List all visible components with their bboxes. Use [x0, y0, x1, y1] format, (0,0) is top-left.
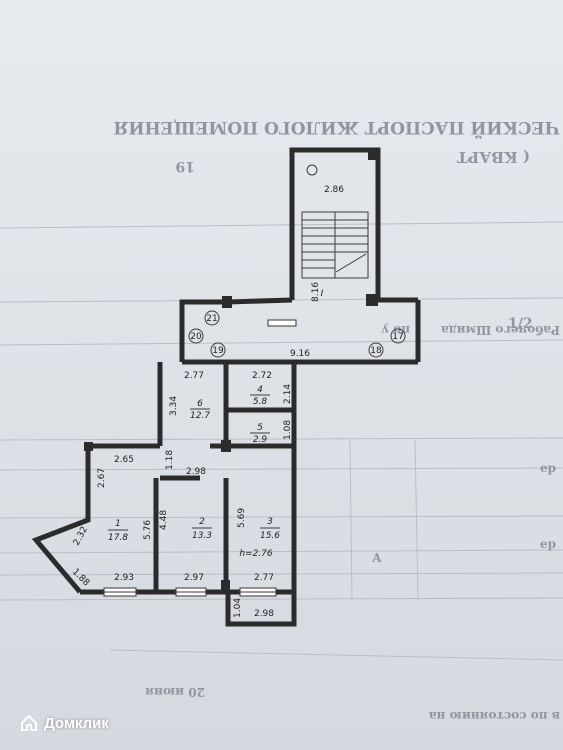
bottom-status: в по состоянию на	[429, 709, 560, 723]
room-5-number: 5	[257, 423, 263, 433]
room-4-area: 5.8	[253, 397, 268, 407]
room-4: 4 5.8	[250, 385, 270, 407]
dim-2-77b: 2.77	[254, 573, 274, 583]
marker-20: 20	[190, 332, 202, 342]
house-logo-icon	[21, 714, 37, 731]
dim-2-72: 2.72	[252, 371, 272, 381]
dim-2-93: 2.93	[114, 573, 134, 583]
dim-2-98a: 2.98	[186, 467, 206, 477]
dim-4-48: 4.48	[159, 510, 169, 530]
section-label: I	[321, 289, 324, 299]
stairs	[301, 148, 380, 279]
bottom-date: 20 июня	[145, 685, 205, 699]
room-6: 6 12.7	[190, 399, 210, 421]
room-1: 1 17.8	[108, 519, 128, 543]
dim-corridor: 9.16	[290, 349, 310, 359]
columns	[84, 294, 378, 594]
markers: 21 20 19 18 17	[188, 310, 406, 358]
row-label-3: А	[372, 551, 382, 565]
document-header: ЧЕСКИЙ ПАСПОРТ ЖИЛОГО ПОМЕЩЕНИЯ ( КВАРТ …	[113, 117, 560, 723]
domclick-watermark: Домклик	[20, 712, 109, 734]
side-label-prefix: по у	[381, 323, 410, 337]
dim-1-18: 1.18	[165, 450, 175, 470]
room-2-area: 13.3	[192, 531, 212, 541]
dim-2-97: 2.97	[184, 573, 204, 583]
marker-18: 18	[370, 346, 382, 356]
marker-21: 21	[206, 314, 217, 324]
room-3-number: 3	[267, 517, 273, 527]
dim-stair-top: 2.86	[324, 185, 344, 195]
watermark-label: Домклик	[44, 714, 109, 732]
dim-1-08: 1.08	[283, 420, 293, 440]
room-3: 3 15.6	[260, 517, 280, 541]
dimensions: 2.86 8.16 I 9.16 2.77 2.72 3.34 2.14 1.0…	[70, 185, 344, 619]
room-2: 2 13.3	[192, 517, 212, 541]
room-6-number: 6	[197, 399, 203, 409]
dim-2-14: 2.14	[283, 384, 293, 404]
room-3-area: 15.6	[260, 531, 280, 541]
dim-2-67: 2.67	[97, 468, 107, 488]
rooms: 1 17.8 2 13.3 3 15.6 4 5.8 5 2.9 6 12.7	[108, 385, 280, 543]
dim-2-98b: 2.98	[254, 609, 274, 619]
dim-2-32: 2.32	[72, 525, 90, 547]
dim-5-69: 5.69	[237, 508, 247, 528]
room-4-number: 4	[257, 385, 263, 395]
room-5: 5 2.9	[250, 423, 270, 445]
windows	[103, 319, 297, 597]
room-2-number: 2	[199, 517, 205, 527]
dim-2-65: 2.65	[114, 455, 134, 465]
dim-2-77a: 2.77	[184, 371, 204, 381]
row-label-2: ер	[540, 537, 556, 551]
header-line2: ( КВАРТ	[456, 148, 530, 166]
dim-3-34: 3.34	[169, 396, 179, 416]
room-6-area: 12.7	[190, 411, 210, 421]
row-label-1: ер	[540, 461, 556, 475]
form-grid	[0, 221, 563, 661]
marker-17: 17	[392, 332, 403, 342]
header-line1: ЧЕСКИЙ ПАСПОРТ ЖИЛОГО ПОМЕЩЕНИЯ	[113, 117, 560, 139]
height-label: h=2.76	[239, 549, 273, 559]
dim-5-76: 5.76	[143, 520, 153, 540]
dim-1-04: 1.04	[233, 598, 243, 618]
fraction: 1/2	[508, 316, 533, 332]
dim-stair-side: 8.16	[311, 282, 321, 302]
side-label: Рабочего Шмида	[441, 323, 560, 337]
room-1-area: 17.8	[108, 533, 128, 543]
header-number: 19	[176, 158, 195, 174]
marker-19: 19	[212, 346, 224, 356]
room-1-number: 1	[115, 519, 121, 529]
room-5-area: 2.9	[253, 435, 268, 445]
